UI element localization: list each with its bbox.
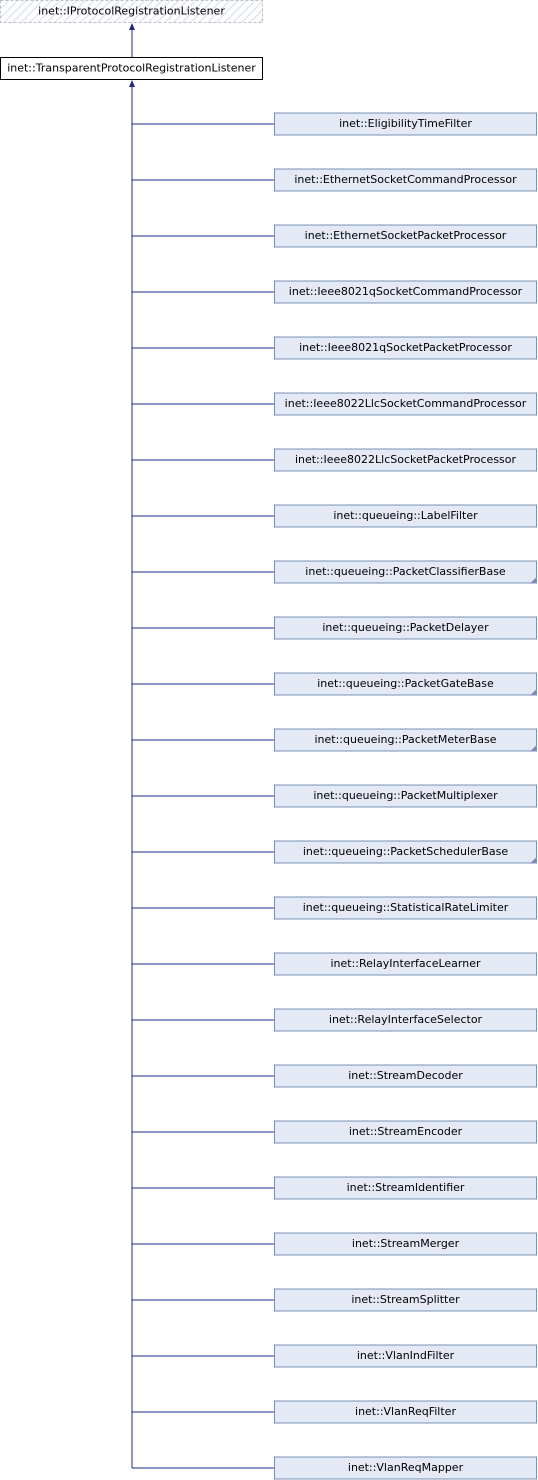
derived-class-list: inet::EligibilityTimeFilterinet::Etherne… <box>274 112 537 1480</box>
derived-class-label: inet::EthernetSocketPacketProcessor <box>305 229 507 242</box>
derived-class-node[interactable]: inet::EthernetSocketCommandProcessor <box>274 168 537 192</box>
derived-class-node[interactable]: inet::queueing::StatisticalRateLimiter <box>274 896 537 920</box>
derived-class-box <box>274 336 537 360</box>
derived-class-box <box>274 280 537 304</box>
derived-class-label: inet::RelayInterfaceLearner <box>330 957 481 970</box>
derived-class-node[interactable]: inet::StreamIdentifier <box>274 1176 537 1200</box>
derived-class-box <box>274 1288 537 1312</box>
derived-class-label: inet::queueing::PacketMeterBase <box>314 733 496 746</box>
derived-class-box <box>274 1456 537 1480</box>
derived-class-node[interactable]: inet::StreamSplitter <box>274 1288 537 1312</box>
derived-class-box <box>274 784 537 808</box>
inheritance-edges <box>129 23 275 1469</box>
derived-class-node[interactable]: inet::queueing::PacketMeterBase <box>274 728 537 752</box>
arrowhead-base <box>129 23 135 30</box>
more-subclasses-icon <box>530 577 537 583</box>
derived-class-label: inet::VlanIndFilter <box>357 1349 455 1362</box>
derived-class-box <box>274 448 537 472</box>
root-class-box <box>0 57 263 80</box>
base-class-box <box>0 0 263 23</box>
derived-class-label: inet::RelayInterfaceSelector <box>329 1013 483 1026</box>
derived-class-node[interactable]: inet::VlanIndFilter <box>274 1344 537 1368</box>
derived-class-label: inet::StreamEncoder <box>349 1125 463 1138</box>
derived-class-box <box>274 1344 537 1368</box>
derived-class-label: inet::StreamMerger <box>352 1237 460 1250</box>
derived-class-box <box>274 728 537 752</box>
derived-class-label: inet::queueing::LabelFilter <box>333 509 478 522</box>
derived-class-label: inet::Ieee8022LlcSocketCommandProcessor <box>285 397 527 410</box>
derived-class-label: inet::VlanReqFilter <box>355 1405 456 1418</box>
derived-class-node[interactable]: inet::EligibilityTimeFilter <box>274 112 537 136</box>
derived-class-label: inet::Ieee8022LlcSocketPacketProcessor <box>295 453 517 466</box>
derived-class-node[interactable]: inet::queueing::PacketClassifierBase <box>274 560 537 584</box>
derived-class-label: inet::StreamIdentifier <box>347 1181 465 1194</box>
derived-class-node[interactable]: inet::queueing::LabelFilter <box>274 504 537 528</box>
derived-class-node[interactable]: inet::StreamMerger <box>274 1232 537 1256</box>
derived-class-node[interactable]: inet::EthernetSocketPacketProcessor <box>274 224 537 248</box>
derived-class-box <box>274 1176 537 1200</box>
derived-class-label: inet::queueing::PacketMultiplexer <box>313 789 498 802</box>
derived-class-box <box>274 1008 537 1032</box>
derived-class-label: inet::StreamSplitter <box>351 1293 460 1306</box>
derived-class-node[interactable]: inet::StreamEncoder <box>274 1120 537 1144</box>
derived-class-node[interactable]: inet::RelayInterfaceSelector <box>274 1008 537 1032</box>
derived-class-box <box>274 1232 537 1256</box>
more-subclasses-icon <box>530 689 537 695</box>
derived-class-label: inet::EthernetSocketCommandProcessor <box>294 173 517 186</box>
derived-class-box <box>274 1120 537 1144</box>
derived-class-box <box>274 616 537 640</box>
derived-class-label: inet::Ieee8021qSocketPacketProcessor <box>299 341 512 354</box>
derived-class-box <box>274 672 537 696</box>
derived-class-node[interactable]: inet::StreamDecoder <box>274 1064 537 1088</box>
derived-class-box <box>274 504 537 528</box>
derived-class-node[interactable]: inet::queueing::PacketMultiplexer <box>274 784 537 808</box>
derived-class-label: inet::queueing::PacketClassifierBase <box>305 565 506 578</box>
derived-class-node[interactable]: inet::queueing::PacketGateBase <box>274 672 537 696</box>
derived-class-box <box>274 168 537 192</box>
derived-class-node[interactable]: inet::queueing::PacketDelayer <box>274 616 537 640</box>
derived-class-box <box>274 560 537 584</box>
derived-class-box <box>274 1064 537 1088</box>
base-class-node[interactable]: inet::IProtocolRegistrationListener <box>0 0 263 23</box>
derived-class-box <box>274 224 537 248</box>
root-class-node[interactable]: inet::TransparentProtocolRegistrationLis… <box>0 57 263 80</box>
derived-class-node[interactable]: inet::Ieee8022LlcSocketCommandProcessor <box>274 392 537 416</box>
derived-class-node[interactable]: inet::Ieee8021qSocketPacketProcessor <box>274 336 537 360</box>
derived-class-box <box>274 840 537 864</box>
derived-class-node[interactable]: inet::RelayInterfaceLearner <box>274 952 537 976</box>
base-class-label: inet::IProtocolRegistrationListener <box>38 5 225 18</box>
derived-class-node[interactable]: inet::Ieee8021qSocketCommandProcessor <box>274 280 537 304</box>
derived-class-label: inet::queueing::PacketDelayer <box>322 621 489 634</box>
derived-class-box <box>274 952 537 976</box>
derived-class-node[interactable]: inet::queueing::PacketSchedulerBase <box>274 840 537 864</box>
derived-class-label: inet::queueing::PacketGateBase <box>317 677 494 690</box>
derived-class-node[interactable]: inet::VlanReqFilter <box>274 1400 537 1424</box>
more-subclasses-icon <box>530 857 537 863</box>
root-class-label: inet::TransparentProtocolRegistrationLis… <box>7 62 256 75</box>
derived-class-label: inet::StreamDecoder <box>348 1069 463 1082</box>
arrowhead-root <box>129 80 135 87</box>
derived-class-label: inet::EligibilityTimeFilter <box>339 117 472 130</box>
derived-class-label: inet::queueing::PacketSchedulerBase <box>303 845 508 858</box>
derived-class-label: inet::Ieee8021qSocketCommandProcessor <box>289 285 523 298</box>
derived-class-box <box>274 1400 537 1424</box>
derived-class-box <box>274 112 537 136</box>
derived-class-box <box>274 392 537 416</box>
derived-class-label: inet::queueing::StatisticalRateLimiter <box>303 901 509 914</box>
more-subclasses-icon <box>530 745 537 751</box>
derived-class-node[interactable]: inet::Ieee8022LlcSocketPacketProcessor <box>274 448 537 472</box>
derived-class-box <box>274 896 537 920</box>
derived-class-node[interactable]: inet::VlanReqMapper <box>274 1456 537 1480</box>
derived-class-label: inet::VlanReqMapper <box>348 1461 464 1474</box>
